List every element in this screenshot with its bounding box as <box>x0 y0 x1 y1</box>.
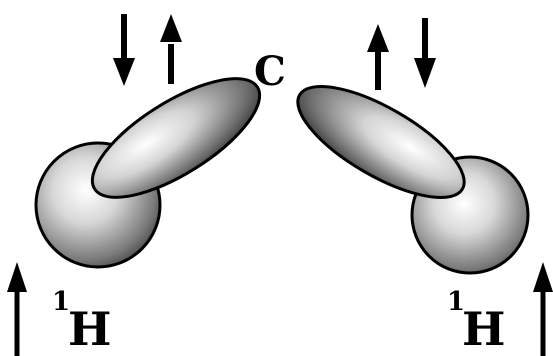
right-hydrogen-symbol: H <box>462 302 505 356</box>
left-hydrogen-spin-up-arrow-icon <box>7 262 27 356</box>
right-bond-spin-down-arrow-icon <box>414 18 436 88</box>
carbon-label: C <box>254 48 286 95</box>
left-hydrogen-symbol: H <box>68 302 111 356</box>
left-bond-spin-down-arrow-icon <box>113 14 135 86</box>
left-bond-spin-up-arrow-icon <box>160 14 182 84</box>
right-hydrogen-spin-up-arrow-icon <box>533 262 553 356</box>
right-bond-spin-up-arrow-icon <box>367 24 389 90</box>
left-bond-lobe-icon <box>76 57 277 220</box>
